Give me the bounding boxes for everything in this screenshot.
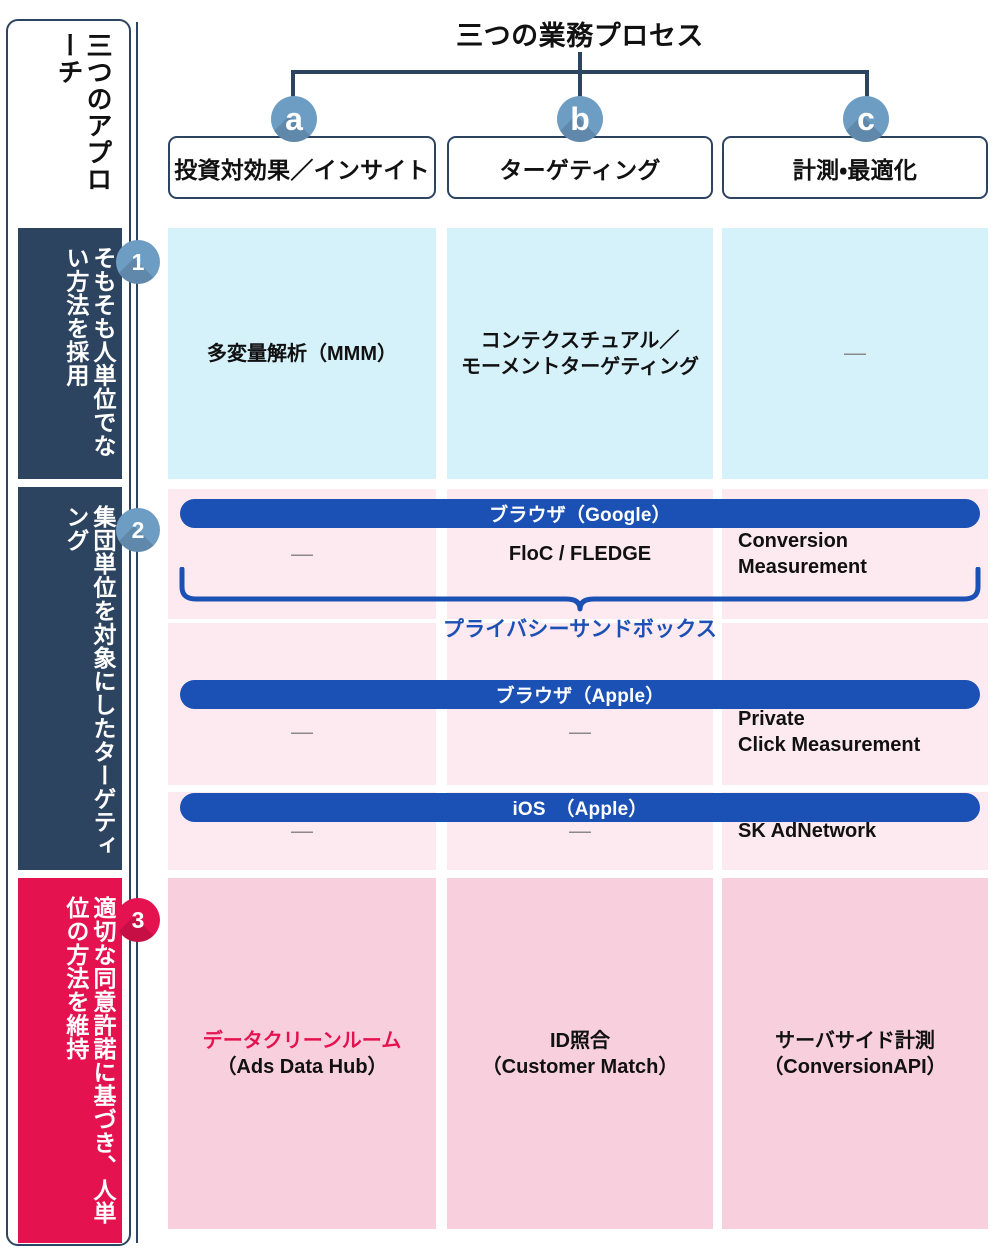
- cell-ios-col-b-text: —: [569, 817, 591, 843]
- cell-apple-browser-col-c-text: Private Click Measurement: [738, 706, 920, 758]
- cell-row3-col-a: データクリーンルーム （Ads Data Hub）: [168, 878, 436, 1229]
- cell-row1-col-c-text: —: [844, 340, 866, 366]
- cell-row1-col-b-text: コンテクスチュアル／ モーメントターゲティング: [461, 328, 699, 380]
- sandbox-strip-col-c: [722, 623, 988, 683]
- platform-bar-ios: iOS （Apple）: [180, 793, 980, 822]
- privacy-sandbox-brace: [176, 566, 984, 615]
- connector-drop-a: [291, 70, 295, 106]
- connector-stem: [578, 52, 582, 120]
- column-header-a: 投資対効果／インサイト: [168, 136, 436, 199]
- row-badge-2-text: 2: [131, 516, 145, 543]
- column-header-c: 計測・最適化: [722, 136, 988, 199]
- cell-google-col-b-text: FloC / FLEDGE: [508, 543, 652, 565]
- cell-row3-col-c-line2: （ConversionAPI）: [763, 1055, 947, 1078]
- sandbox-strip-col-a: [168, 623, 436, 683]
- row-badge-1: 1: [116, 240, 160, 284]
- approach-axis-title: 三つのアプローチ: [53, 32, 113, 193]
- cell-row1-col-c: —: [722, 228, 988, 479]
- row-badge-1-text: 1: [131, 248, 145, 275]
- cell-row1-col-a-text: 多変量解析（MMM）: [207, 342, 397, 365]
- cell-google-col-c-line2: Measurement: [738, 556, 867, 578]
- connector-bus: [291, 70, 869, 74]
- column-header-b: ターゲティング: [447, 136, 713, 199]
- cell-row1-col-b: コンテクスチュアル／ モーメントターゲティング: [447, 228, 713, 479]
- cell-apple-browser-col-c-line2: Click Measurement: [738, 734, 921, 756]
- row-label-3: 適切な同意許諾に基づき、人単位の方法を維持: [18, 878, 122, 1243]
- cell-row3-col-b: ID照合 （Customer Match）: [447, 878, 713, 1229]
- privacy-sandbox-label: プライバシーサンドボックス: [442, 618, 718, 641]
- cell-row3-col-c: サーバサイド計測 （ConversionAPI）: [722, 878, 988, 1229]
- column-badge-b: b: [557, 96, 603, 142]
- row-badge-2: 2: [116, 508, 160, 552]
- diagram-title: 三つの業務プロセス: [456, 21, 704, 51]
- column-badge-a-text: a: [285, 101, 303, 137]
- cell-row3-col-c-text: サーバサイド計測 （ConversionAPI）: [763, 1028, 946, 1080]
- cell-google-col-c-text: Conversion Measurement: [738, 528, 867, 580]
- cell-apple-browser-col-b-text: —: [569, 718, 591, 744]
- cell-row1-col-b-line2: モーメントターゲティング: [461, 355, 699, 378]
- cell-row3-col-a-line2: （Ads Data Hub）: [216, 1055, 388, 1078]
- cell-row3-col-b-line1: ID照合: [549, 1029, 610, 1052]
- cell-row3-col-b-text: ID照合 （Customer Match）: [482, 1028, 679, 1080]
- column-badge-c-text: c: [857, 101, 875, 137]
- cell-row3-col-a-text: データクリーンルーム （Ads Data Hub）: [203, 1028, 401, 1080]
- approach-axis-divider: [136, 22, 138, 1243]
- row-badge-3-text: 3: [131, 906, 145, 933]
- column-badge-c: c: [843, 96, 889, 142]
- cell-row1-col-a: 多変量解析（MMM）: [168, 228, 436, 479]
- cell-apple-browser-col-c-line1: Private: [738, 708, 805, 730]
- row-label-2: 集団単位を対象にしたターゲティング: [18, 487, 122, 870]
- connector-drop-c: [865, 70, 869, 106]
- platform-bar-google: ブラウザ（Google）: [180, 499, 980, 528]
- sandbox-strip-col-b: [447, 623, 713, 683]
- row-label-1: そもそも人単位でない方法を採用: [18, 228, 122, 479]
- column-badge-b-text: b: [570, 101, 590, 137]
- cell-row3-col-c-line1: サーバサイド計測: [775, 1029, 935, 1052]
- cell-apple-browser-col-a-text: —: [291, 718, 313, 744]
- cell-google-col-a-text: —: [291, 540, 313, 566]
- cell-row3-col-a-line1: データクリーンルーム: [202, 1029, 402, 1052]
- column-badge-a: a: [271, 96, 317, 142]
- cell-ios-col-a-text: —: [291, 817, 313, 843]
- row-badge-3: 3: [116, 898, 160, 942]
- cell-ios-col-c-text: SK AdNetwork: [738, 820, 877, 842]
- cell-row3-col-b-line2: （Customer Match）: [481, 1055, 679, 1078]
- cell-google-col-c-line1: Conversion: [738, 530, 849, 552]
- platform-bar-apple-browser: ブラウザ（Apple）: [180, 680, 980, 709]
- cell-row1-col-b-line1: コンテクスチュアル／: [480, 329, 680, 352]
